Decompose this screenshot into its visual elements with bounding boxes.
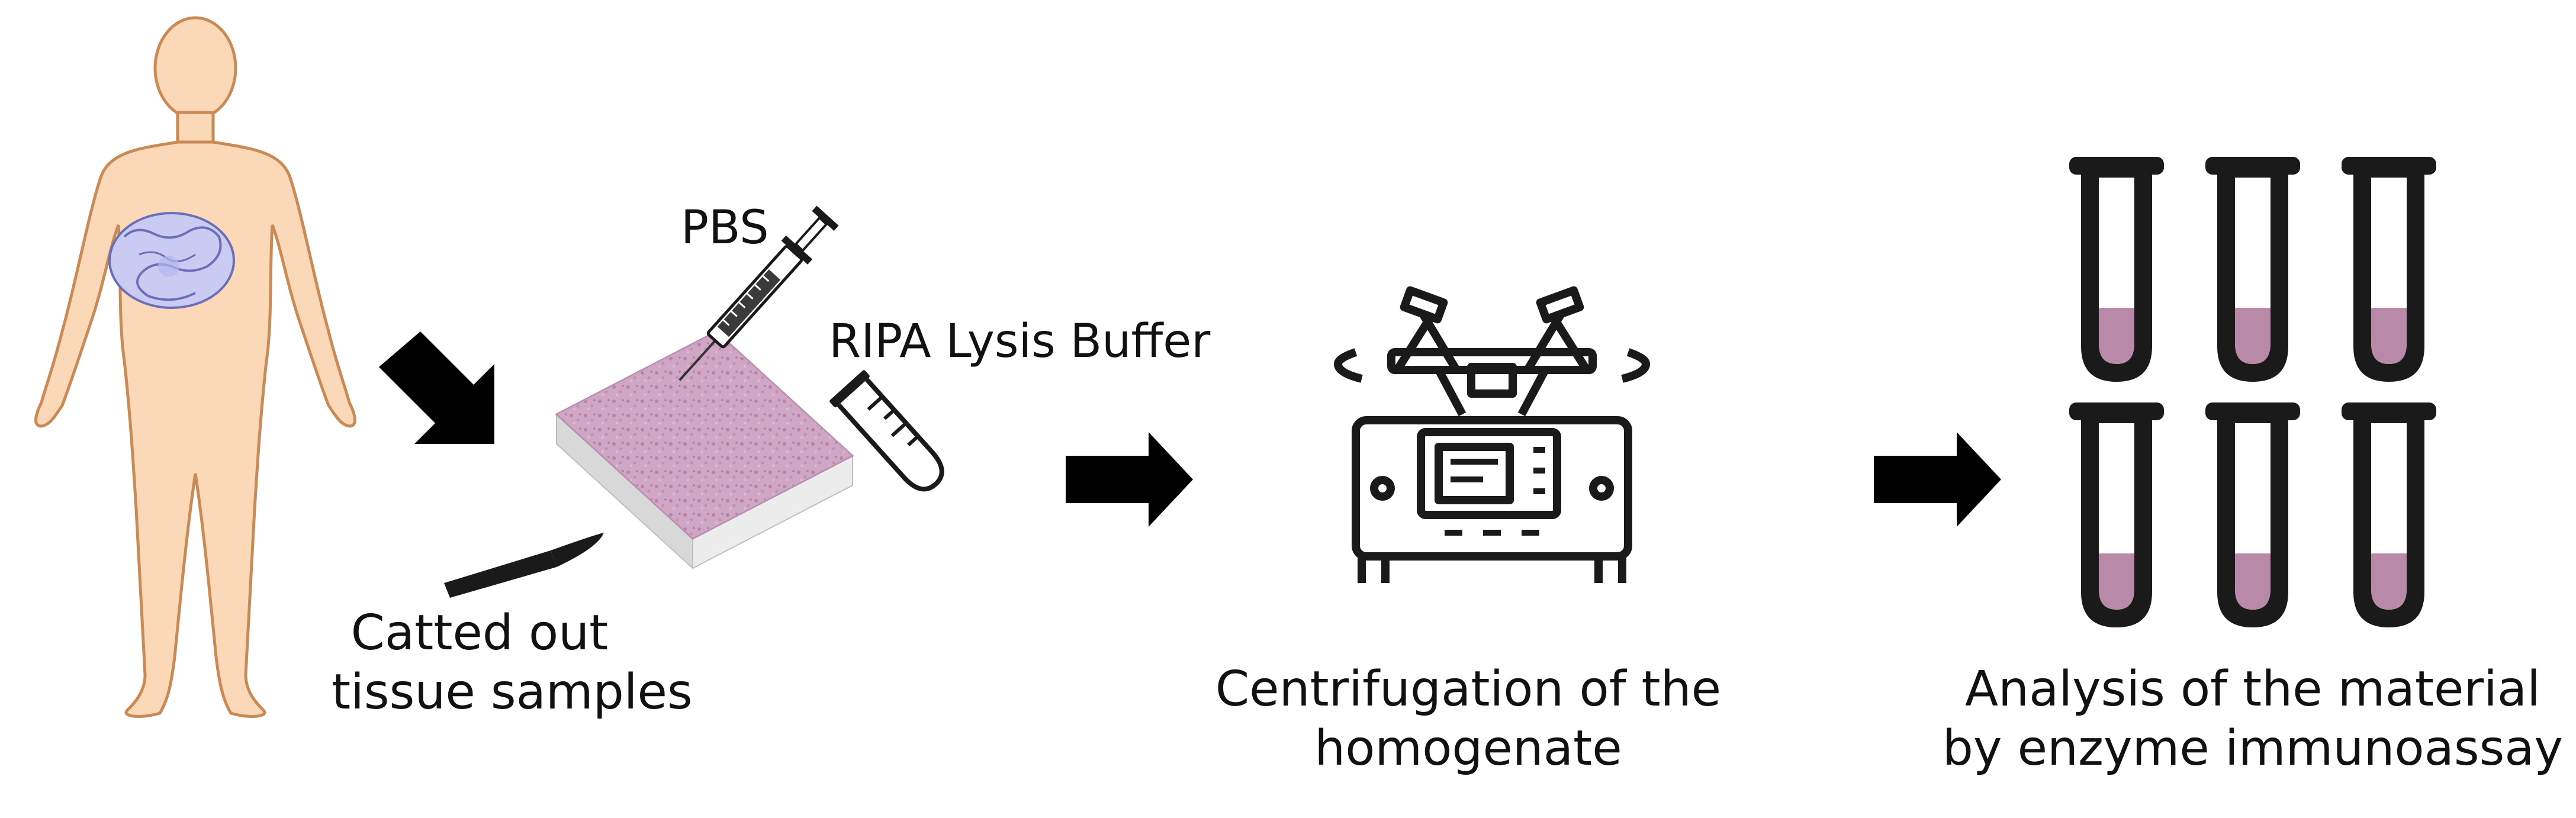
syringe-icon: [678, 205, 839, 381]
pbs-text: PBS: [681, 201, 769, 255]
sample-tube-icon: [2205, 157, 2300, 382]
test-tube-icon: [829, 370, 944, 492]
caption-line-2: by enzyme immunoassay: [1942, 720, 2564, 777]
caption-line-1: Catted out: [350, 605, 609, 661]
scalpel-icon: [444, 533, 604, 598]
caption-line-1: Analysis of the material: [1965, 661, 2540, 717]
ripa-text: RIPA Lysis Buffer: [829, 315, 1211, 368]
sample-tube-icon: [2205, 402, 2300, 627]
sample-tube-icon: [2069, 157, 2164, 382]
sample-tube-icon: [2342, 402, 2436, 627]
sample-tubes-grid: [2069, 157, 2436, 627]
ripa-label: RIPA Lysis Buffer: [829, 314, 1210, 370]
arrow-icon: [379, 331, 494, 444]
caption-line-1: Centrifugation of the: [1215, 661, 1722, 717]
human-body-icon: [34, 16, 356, 718]
tissue-samples-caption: Catted out tissue samples: [332, 604, 693, 722]
centrifugation-caption: Centrifugation of the homogenate: [1190, 660, 1747, 778]
analysis-caption: Analysis of the material by enzyme immun…: [1942, 660, 2564, 778]
caption-line-2: homogenate: [1314, 720, 1622, 777]
sample-tube-icon: [2342, 157, 2436, 382]
pbs-label: PBS: [681, 200, 769, 256]
sample-tube-icon: [2069, 402, 2164, 627]
centrifuge-icon: [1334, 286, 1650, 583]
caption-line-2: tissue samples: [332, 664, 693, 721]
intestine-icon: [108, 212, 235, 309]
arrow-icon: [1874, 432, 2001, 527]
tissue-slide-icon: [555, 330, 854, 570]
arrow-icon: [1066, 432, 1193, 527]
